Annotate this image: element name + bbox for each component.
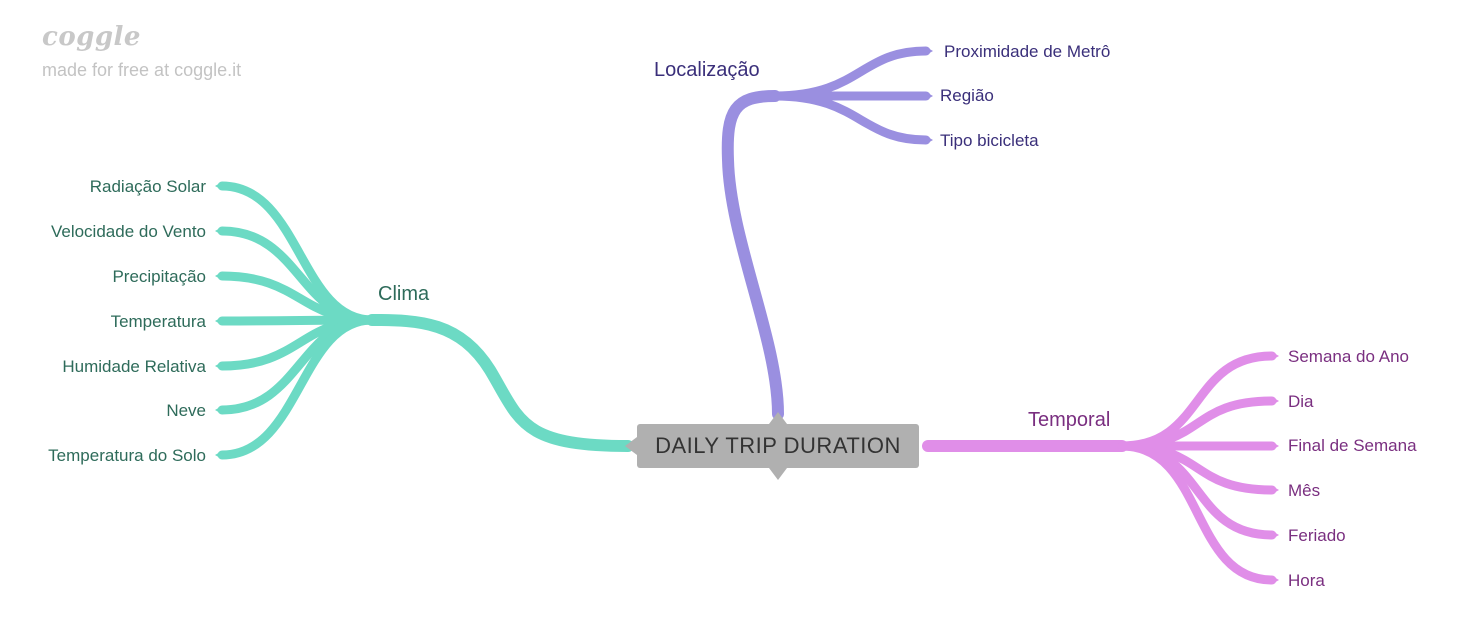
root-node-label: DAILY TRIP DURATION — [655, 433, 901, 458]
localizacao-child-tipo-bicicleta[interactable]: Tipo bicicleta — [940, 131, 1039, 150]
coggle-logo: coggle — [42, 22, 141, 52]
clima-child-precipitacao[interactable]: Precipitação — [112, 267, 206, 286]
clima-child-tip — [215, 317, 222, 325]
localizacao-child-proximidade-de-metro[interactable]: Proximidade de Metrô — [944, 42, 1111, 61]
temporal-child-tip — [1272, 531, 1279, 539]
clima-child-tip — [215, 451, 222, 459]
localizacao-child-connector — [770, 91, 931, 145]
clima-child-radiacao-solar[interactable]: Radiação Solar — [89, 177, 206, 196]
localizacao-child-tip — [926, 92, 933, 100]
temporal-child-connector — [1117, 441, 1277, 585]
temporal-child-tip — [1272, 397, 1279, 405]
clima-child-temperatura-do-solo[interactable]: Temperatura do Solo — [48, 446, 206, 465]
branch-label-clima[interactable]: Clima — [378, 283, 430, 305]
clima-child-humidade-relativa[interactable]: Humidade Relativa — [62, 357, 206, 376]
temporal-child-semana-do-ano[interactable]: Semana do Ano — [1288, 347, 1409, 366]
coggle-watermark: coggle made for free at coggle.it — [42, 22, 241, 81]
clima-child-tip — [215, 182, 222, 190]
clima-child-tip — [215, 227, 222, 235]
temporal-child-hora[interactable]: Hora — [1288, 571, 1325, 590]
localizacao-child-connector — [770, 46, 931, 101]
root-notch-top — [769, 412, 787, 424]
coggle-tagline: made for free at coggle.it — [42, 60, 242, 80]
clima-child-temperatura[interactable]: Temperatura — [110, 312, 206, 331]
temporal-child-final-de-semana[interactable]: Final de Semana — [1288, 436, 1417, 455]
branch-label-localizacao[interactable]: Localização — [654, 59, 760, 81]
clima-main-connector — [366, 314, 634, 452]
root-notch-bottom — [769, 468, 787, 480]
clima-child-neve[interactable]: Neve — [166, 401, 206, 420]
clima-child-connector — [217, 315, 377, 460]
root-node[interactable]: DAILY TRIP DURATION — [637, 424, 919, 468]
clima-child-tip — [215, 362, 222, 370]
localizacao-child-tip — [926, 47, 933, 55]
temporal-child-tip — [1272, 486, 1279, 494]
temporal-child-tip — [1272, 442, 1279, 450]
localizacao-child-regiao[interactable]: Região — [940, 86, 994, 105]
root-notch-left — [625, 437, 637, 455]
clima-child-tip — [215, 406, 222, 414]
temporal-child-tip — [1272, 352, 1279, 360]
temporal-child-tip — [1272, 576, 1279, 584]
temporal-child-dia[interactable]: Dia — [1288, 392, 1314, 411]
clima-child-velocidade-do-vento[interactable]: Velocidade do Vento — [50, 222, 206, 241]
branch-connectors — [215, 46, 1279, 585]
localizacao-main-connector — [721, 90, 784, 420]
localizacao-child-tip — [926, 136, 933, 144]
clima-child-tip — [215, 272, 222, 280]
temporal-child-feriado[interactable]: Feriado — [1288, 526, 1346, 545]
branch-label-temporal[interactable]: Temporal — [1028, 409, 1111, 431]
temporal-child-mes[interactable]: Mês — [1288, 481, 1321, 500]
